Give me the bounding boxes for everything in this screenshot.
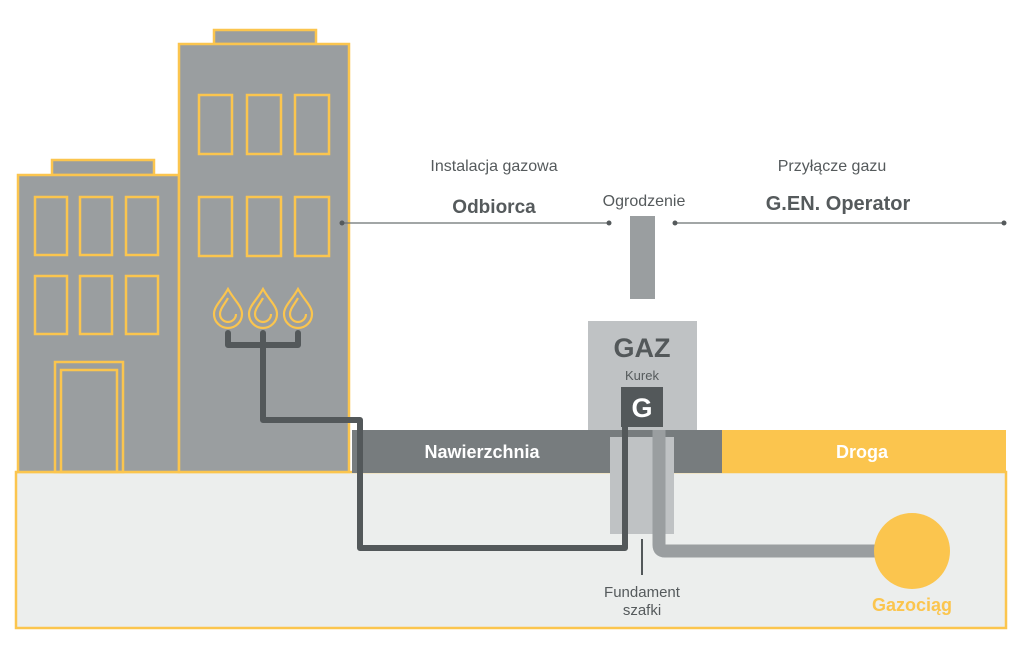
building-right [177,28,351,474]
window [293,195,331,258]
installation-owner: Odbiorca [452,197,536,218]
pipeline-label: Gazociąg [872,595,952,615]
foundation-label-line2: szafki [623,602,661,619]
scope-dot [606,220,612,226]
door [59,368,119,474]
scope-dot [672,220,678,226]
window [124,274,160,336]
installation-caption: Instalacja gazowa [430,158,557,175]
window [293,93,331,156]
installation-pipe [225,330,628,551]
service-pipe [652,430,880,558]
window [197,195,234,258]
scope-dot [339,220,345,226]
g-logo-icon: G [631,393,652,423]
cabinet-title: GAZ [614,333,671,363]
road-label: Droga [836,442,889,462]
gas-flame-icon [212,286,244,330]
building-left [16,158,181,474]
fence-label: Ogrodzenie [603,193,686,210]
fence-post [630,216,655,299]
connection-caption: Przyłącze gazu [778,158,887,175]
valve-box [621,387,663,427]
connection-owner: G.EN. Operator [766,193,911,215]
window [33,274,69,336]
window [124,195,160,257]
window [78,195,114,257]
gas-pipeline [874,513,950,589]
gas-flame-icon [282,286,314,330]
foundation-label-line1: Fundament [604,584,681,601]
window [245,93,283,156]
window [33,195,69,257]
window [78,274,114,336]
valve-caption: Kurek [625,368,659,383]
road-strip [722,430,1006,473]
gas-flame-icon [247,286,279,330]
window [245,195,283,258]
window [197,93,234,156]
scope-dot [1001,220,1007,226]
pavement-label: Nawierzchnia [424,442,540,462]
